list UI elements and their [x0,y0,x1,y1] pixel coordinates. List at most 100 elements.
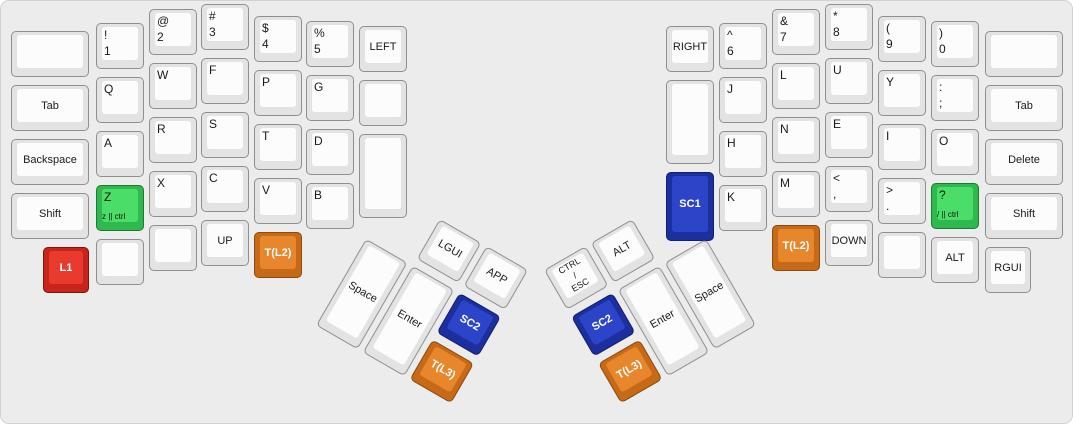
key-blank-left-col3-surface [155,229,191,262]
key-3-surface [207,8,243,41]
key-6-legend: ^ [727,28,733,42]
key-left-legend: LEFT [369,40,397,53]
key-slash-surface [937,187,973,220]
key-right: RIGHT [666,26,714,72]
key-k: K [719,185,767,231]
key-e: E [825,112,873,158]
key-f-legend: F [209,63,217,77]
key-t-l2-left-legend: T(L2) [264,246,292,259]
key-l: L [772,63,820,109]
key-v: V [254,178,302,224]
key-z-legend: Z [104,190,112,204]
key-blank-top-right [985,31,1063,77]
key-4-legend: 4 [262,37,269,51]
key-2-surface [155,13,191,46]
key-1-surface [102,27,138,60]
key-right-legend: RIGHT [672,40,708,53]
key-period-legend: . [886,199,890,213]
key-tab-left: Tab [11,85,89,131]
key-tab-right-surface [991,89,1057,122]
key-period-legend: > [886,183,894,197]
key-r-surface [155,121,191,154]
key-t-l2-left: T(L2) [254,232,302,278]
key-y-legend: Y [886,75,895,89]
key-tab-left-surface [17,89,83,122]
key-8-legend: 8 [833,25,840,39]
key-up: UP [201,220,249,266]
key-a-surface [102,135,138,168]
key-x-legend: X [157,176,166,190]
key-q-legend: Q [104,82,114,96]
key-t-l2-right-surface [778,229,814,262]
key-t-surface [260,128,296,161]
key-alt-right-surface [937,241,973,274]
key-i-legend: I [886,129,890,143]
key-m-surface [778,175,814,208]
key-0-legend: 0 [939,42,946,56]
key-u-surface [831,62,867,95]
key-backspace-legend: Backspace [23,153,77,166]
key-7-surface [778,13,814,46]
key-right-surface [672,30,708,63]
key-u-legend: U [833,63,842,77]
key-a-legend: A [104,136,113,150]
key-delete: Delete [985,139,1063,185]
key-comma: <, [825,166,873,212]
key-e-surface [831,116,867,149]
key-tab-left-legend: Tab [41,99,59,112]
key-rgui-legend: RGUI [994,261,1022,274]
key-h-legend: H [727,136,736,150]
key-u: U [825,58,873,104]
key-delete-legend: Delete [1008,153,1040,166]
key-alt-right-legend: ALT [945,251,965,264]
key-j-legend: J [727,82,733,96]
key-3: #3 [201,4,249,50]
key-k-legend: K [727,190,736,204]
key-3-legend: # [209,9,216,23]
key-delete-surface [991,143,1057,176]
key-sc1-surface [672,176,708,232]
key-7: &7 [772,9,820,55]
key-3-legend: 3 [209,25,216,39]
key-5-legend: % [314,26,325,40]
key-q-surface [102,81,138,114]
key-tab-right: Tab [985,85,1063,131]
key-t: T [254,124,302,170]
key-s-surface [207,116,243,149]
key-semicolon-legend: ; [939,96,943,110]
key-blank-left-col2 [96,239,144,285]
key-r-legend: R [157,122,166,136]
key-period: >. [878,178,926,224]
key-5: %5 [306,21,354,67]
key-down-surface [831,224,867,257]
key-b-legend: B [314,188,323,202]
key-shift-left-legend: Shift [38,207,61,220]
key-4-surface [260,20,296,53]
key-l-surface [778,67,814,100]
key-rgui: RGUI [985,247,1031,293]
key-9-surface [884,20,920,53]
key-comma-surface [831,170,867,203]
key-6-legend: 6 [727,44,734,58]
key-i: I [878,124,926,170]
key-backspace-surface [17,143,83,176]
key-p-legend: P [262,75,271,89]
key-7-legend: & [780,14,789,28]
key-s: S [201,112,249,158]
key-l1-surface [49,251,83,284]
key-1: !1 [96,23,144,69]
key-6: ^6 [719,23,767,69]
key-y-surface [884,74,920,107]
key-sc1-legend: SC1 [679,198,701,210]
key-9-legend: ( [886,21,890,35]
key-left-surface [365,30,401,63]
key-0-legend: ) [939,26,943,40]
key-blank-left-col7a [359,80,407,126]
key-shift-right: Shift [985,193,1063,239]
key-t-l2-left-surface [260,236,296,269]
key-7-legend: 7 [780,30,787,44]
key-z-legend: z || ctrl [102,212,126,221]
key-tab-right-legend: Tab [1015,99,1033,112]
